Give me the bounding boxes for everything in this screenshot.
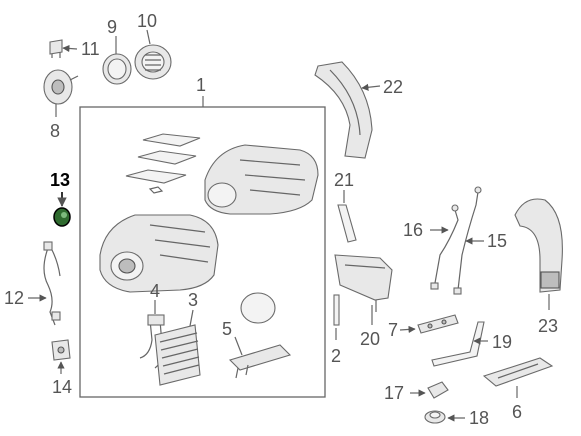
clip-part-17	[427, 381, 449, 399]
blower-wheel	[134, 44, 172, 80]
callout-18: 18	[469, 408, 489, 428]
callout-23: 23	[538, 316, 558, 336]
callout-5: 5	[222, 319, 232, 339]
blower-seal-ring	[102, 53, 132, 85]
bracket-part-7	[417, 314, 459, 334]
plenum-part-20	[334, 254, 393, 312]
highlighted-part-13[interactable]	[53, 207, 71, 227]
callout-2: 2	[331, 346, 341, 366]
seal-strip-21	[337, 204, 357, 243]
callout-9: 9	[107, 17, 117, 37]
callout-11: 11	[81, 39, 100, 59]
rod-part-2	[333, 294, 340, 326]
callout-1: 1	[196, 75, 206, 95]
callout-13: 13	[50, 170, 70, 190]
gasket-ring	[240, 292, 276, 324]
callout-22-arrow	[361, 83, 381, 91]
lower-housing	[99, 214, 219, 293]
evaporator-core	[154, 324, 201, 386]
callout-8: 8	[50, 121, 60, 141]
cap-part-18	[424, 410, 446, 424]
callout-19: 19	[492, 332, 512, 352]
duct-part-22	[314, 61, 373, 159]
callout-7: 7	[388, 320, 398, 340]
callout-11-arrow	[62, 44, 78, 53]
heater-core	[228, 344, 292, 379]
callout-7-arrow	[399, 325, 416, 334]
callout-3: 3	[188, 290, 198, 310]
callout-12: 12	[4, 288, 24, 308]
vacuum-harness	[43, 241, 61, 326]
duct-part-23	[514, 198, 563, 293]
callout-10-leader	[146, 29, 151, 45]
filter-plates	[125, 133, 201, 194]
blower-motor	[43, 69, 79, 105]
callout-21: 21	[334, 170, 354, 190]
callout-15: 15	[487, 231, 507, 251]
callout-4: 4	[150, 281, 160, 301]
callout-16: 16	[403, 220, 423, 240]
callout-6: 6	[512, 402, 522, 422]
callout-17: 17	[384, 383, 404, 403]
callout-14: 14	[52, 377, 72, 397]
duct-part-6	[482, 357, 554, 387]
callout-3-leader	[189, 309, 194, 327]
callout-5-leader	[234, 336, 243, 356]
cable-part-15	[453, 186, 482, 295]
actuator-part-14	[51, 339, 71, 361]
link-part-19	[431, 321, 485, 367]
callout-22: 22	[383, 77, 403, 97]
callout-20: 20	[360, 329, 380, 349]
resistor-part-11	[49, 39, 63, 58]
callout-10: 10	[137, 11, 157, 31]
cable-part-16	[430, 204, 459, 290]
upper-housing	[204, 144, 319, 215]
